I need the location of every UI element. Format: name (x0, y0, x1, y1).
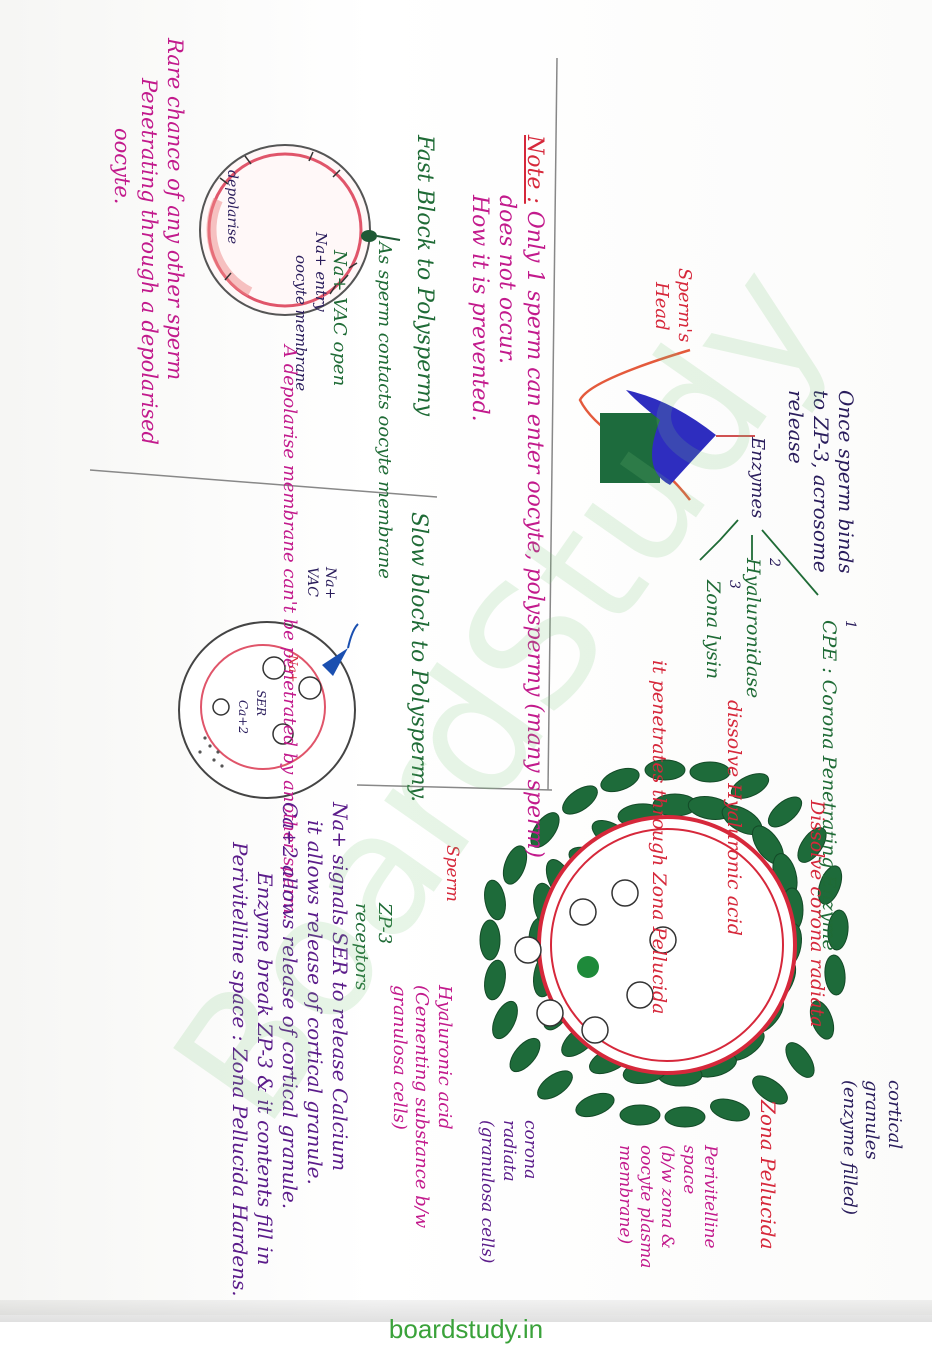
slow-block-panel: Slow block to Polyspermy. (405, 512, 433, 802)
slow-block-na-panel: Na+ VAC (303, 567, 339, 600)
na-inner-label: Na+ (286, 655, 300, 683)
perivitelline-panel: Perivitelline space (b/w zona & oocyte p… (614, 1145, 720, 1268)
note-heading: Note : (522, 135, 547, 204)
acrosome-icon (626, 390, 716, 485)
sperm-head-icon (361, 230, 377, 242)
zona-pellucida-label: Zona Pellucida (756, 1100, 780, 1250)
sperm-label-panel: Sperm (441, 845, 462, 902)
fast-block-step-3-panel: Na+ entry (311, 232, 330, 312)
slow-point-3a: Enzyme break ZP-3 & it contents fill in (253, 872, 277, 1266)
sperm-head-icon (322, 648, 348, 676)
depolarise-panel: depolarise (223, 170, 240, 245)
acrosome-title-2: to ZP-3, acrosome (809, 390, 833, 573)
hyaluronic-label-3: granulosa cells) (389, 985, 410, 1130)
note-panel: Note : Only 1 sperm can enter oocyte, po… (466, 135, 549, 858)
enzyme-2-panel: 2 Hyaluronidase (741, 558, 783, 699)
cortical-label-2: granules (861, 1080, 883, 1160)
vac-label: VAC (304, 567, 321, 597)
na-label: Na+ (322, 567, 338, 600)
rare-chance-panel: Rare chance of any other sperm Penetrati… (109, 38, 188, 445)
enzyme-3-result: it penetrates through Zona Pellucida (648, 660, 670, 1015)
sperm-acrosome-diagram (578, 348, 755, 501)
peri-label-1: Perivitelline (700, 1145, 720, 1249)
corona-panel: corona radiata (granulosa cells) (476, 1120, 541, 1264)
enzymes-panel: Enzymes (746, 437, 768, 519)
note-line-2: does not occur. (494, 195, 520, 365)
fast-block-oocyte-diagram (199, 144, 401, 316)
sperm-label: Sperm (442, 845, 462, 902)
slow-block-inner-panel: Na+ (285, 655, 300, 683)
peri-label-3: (b/w zona & (657, 1145, 678, 1250)
enzyme-3: Zona lysin (702, 580, 725, 680)
zp3-label-2: receptors (351, 903, 373, 991)
slow-point-2: Ca+2 allows release of cortical granule. (278, 802, 302, 1210)
depolarise-label: depolarise (224, 170, 240, 245)
enzyme-1-num: 1 (842, 620, 858, 629)
vertical-divider (547, 57, 558, 791)
peri-label-4: oocyte plasma (636, 1145, 657, 1269)
sperm-nucleus-icon (600, 413, 660, 483)
enzyme-2-result-panel: dissolve Hyaluronic acid (721, 700, 745, 936)
note-line-1: Only 1 sperm can enter oocyte, polysperm… (522, 210, 547, 858)
fast-block-step-1: As sperm contacts oocyte membrane (374, 242, 395, 579)
rare-chance-line-2: Penetrating through a depolarised (136, 78, 161, 445)
fast-block-step-2-panel: Na+ VAC open (328, 250, 350, 387)
hyaluronic-label-2: (Cementing substance b/w (411, 985, 433, 1229)
cortical-label-3: (enzyme filled) (839, 1080, 860, 1216)
zp3-label-1: ZP-3 (374, 903, 395, 945)
peri-label-5: membrane) (615, 1145, 635, 1245)
right-divider (356, 784, 553, 791)
enzyme-2-result: dissolve Hyaluronic acid (723, 700, 745, 936)
enzyme-3-num: 3 (726, 580, 742, 589)
slow-block-title: Slow block to Polyspermy. (406, 512, 431, 803)
enzyme-2: Hyaluronidase (742, 558, 765, 699)
enzyme-1-result-panel: Dissolve corona radiata (804, 800, 828, 1028)
fast-block-step-3: Na+ entry (312, 232, 330, 312)
slow-block-oocyte-diagram (178, 621, 359, 799)
enzyme-3-panel: 3 Zona lysin (701, 580, 743, 680)
page-shadow (0, 1300, 932, 1322)
enzyme-arrows (699, 519, 819, 596)
note-line-3: How it is prevented. (467, 195, 492, 422)
oocyte-nucleus-icon (577, 956, 599, 978)
hyaluronic-panel: Hyaluronic acid (Cementing substance b/w… (388, 985, 455, 1229)
enzymes-label: Enzymes (747, 437, 768, 519)
ser-label: SER (254, 690, 268, 717)
zp3-panel: ZP-3 receptors (350, 903, 396, 991)
cortical-label-1: cortical (884, 1080, 905, 1150)
rare-chance-line-1: Rare chance of any other sperm (163, 38, 187, 381)
slow-point-1b: it allows release of cortical granule. (303, 820, 327, 1185)
oocyte-corona-diagram (479, 759, 849, 1128)
mid-divider (89, 469, 438, 498)
fast-block-panel: Fast Block to Polyspermy (411, 135, 439, 416)
corona-label-2: radiata (498, 1120, 519, 1182)
hyaluronic-label-1: Hyaluronic acid (434, 985, 455, 1130)
sperm-head-panel: Sperm's Head (650, 268, 696, 343)
sperm-head-label-2: Head (651, 282, 673, 331)
enzyme-2-num: 2 (766, 558, 782, 567)
slow-block-points-panel: Na+ signals SER to release Calcium it al… (227, 802, 352, 1297)
peri-label-2: space (678, 1145, 699, 1195)
acrosome-title-1: Once sperm binds (834, 390, 858, 574)
footer-site-link[interactable]: boardstudy.in (388, 1314, 544, 1344)
acrosome-title-panel: Once sperm binds to ZP-3, acrosome relea… (783, 390, 858, 574)
zona-label-panel: Zona Pellucida (755, 1100, 780, 1250)
acrosome-title-3: release (784, 390, 808, 464)
enzyme-1-result: Dissolve corona radiata (806, 800, 828, 1028)
enzyme-3-result-panel: it penetrates through Zona Pellucida (646, 660, 670, 1014)
fast-block-step-2: Na+ VAC open (329, 250, 350, 387)
slow-point-3b: Perivitelline space : Zona Pellucida Har… (228, 842, 252, 1297)
cortical-granules-panel: cortical granules (enzyme filled) (838, 1080, 905, 1216)
ser-panel: SER (253, 690, 268, 716)
ca-label: Ca+2 (236, 700, 250, 735)
slow-point-1a: Na+ signals SER to release Calcium (328, 802, 352, 1172)
rare-chance-line-3: oocyte. (110, 128, 135, 205)
corona-label-3: (granulosa cells) (477, 1120, 498, 1264)
fast-block-steps: As sperm contacts oocyte membrane (373, 242, 395, 579)
ca-panel: Ca+2 (235, 700, 250, 734)
sperm-head-label-1: Sperm's (674, 268, 695, 343)
fast-block-title: Fast Block to Polyspermy (412, 135, 437, 417)
corona-label-1: corona (520, 1120, 540, 1180)
